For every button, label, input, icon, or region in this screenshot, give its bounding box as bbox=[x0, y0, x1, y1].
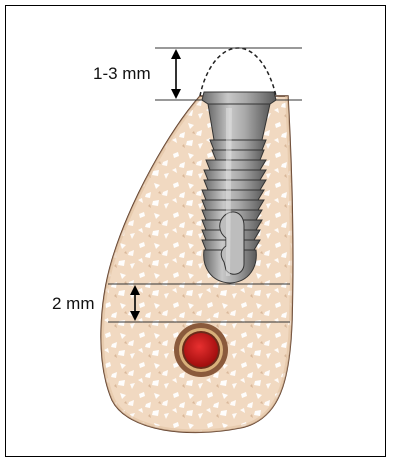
crest-height-label: 1-3 mm bbox=[93, 64, 151, 83]
nerve-clearance-label: 2 mm bbox=[52, 294, 95, 313]
double-headed-vertical-arrow-icon bbox=[171, 49, 181, 99]
mandibular-nerve-canal bbox=[174, 323, 228, 377]
bone-cross-section bbox=[101, 96, 293, 432]
original-ridge-contour bbox=[200, 48, 276, 96]
